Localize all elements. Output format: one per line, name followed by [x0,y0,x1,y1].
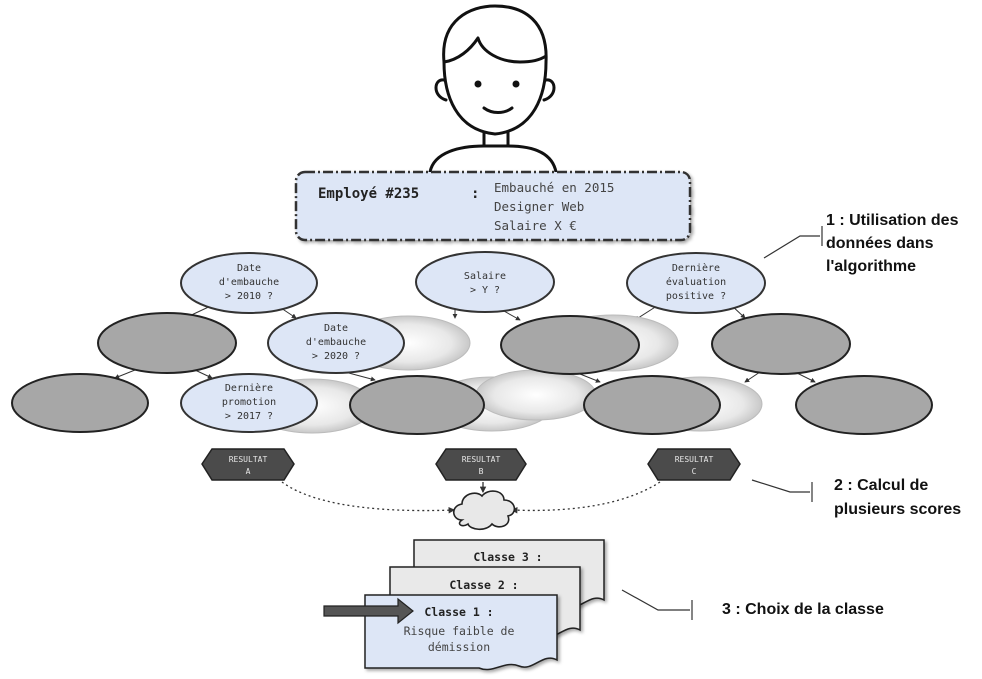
node-line: évaluation [666,276,726,288]
class-1-description: Risque faible de [404,624,515,638]
node-line: Date [237,263,261,274]
node-line: Date [324,323,348,334]
class-2-label: Classe 2 : [449,578,518,592]
outcome-ellipse [11,373,149,433]
node-line: d'embauche [306,337,366,348]
result-b: RESULTAT B [435,448,527,481]
selection-arrow-icon [323,597,414,625]
annotation-brackets [621,226,823,620]
annotation-line: 2 : Calcul de [834,477,928,494]
outcome-ellipse [97,312,237,374]
outcome-ellipse [583,375,721,435]
annotation-line: 1 : Utilisation des [826,212,959,229]
node-line: positive ? [666,291,726,302]
node-line: Dernière [672,262,720,274]
result-letter: A [246,467,251,476]
node-line: > 2020 ? [312,351,360,362]
result-letter: B [479,467,484,476]
outcome-ellipse [795,375,933,435]
class-1-description: démission [428,640,490,654]
node-salaire: Salaire > Y ? [415,251,555,313]
annotation-step-1: 1 : Utilisation des données dans l'algor… [826,212,959,275]
node-line: Dernière [225,382,273,394]
node-line: promotion [222,397,276,408]
cloud-icon [452,490,516,531]
node-line: > Y ? [470,285,500,296]
employee-detail-role: Designer Web [494,199,584,214]
node-date-embauche-2020: Date d'embauche > 2020 ? [267,312,405,374]
result-label: RESULTAT [229,455,268,464]
result-label: RESULTAT [675,455,714,464]
result-letter: C [692,467,697,476]
annotation-step-3: 3 : Choix de la classe [722,601,884,618]
class-card-1: Classe 1 : Risque faible de démission [364,594,558,671]
node-derniere-evaluation: Dernière évaluation positive ? [626,252,766,314]
employee-card: Employé #235 : Embauché en 2015 Designer… [294,170,692,242]
outcome-ellipse [711,313,851,375]
result-c: RESULTAT C [647,448,741,481]
employee-colon: : [471,186,479,202]
node-date-embauche-2010: Date d'embauche > 2010 ? [180,252,318,314]
annotation-line: l'algorithme [826,258,916,275]
employee-avatar [428,4,558,174]
annotation-line: 3 : Choix de la classe [722,601,884,618]
annotation-line: plusieurs scores [834,501,961,518]
outcome-ellipses [11,312,933,435]
result-a: RESULTAT A [201,448,295,481]
class-3-label: Classe 3 : [473,550,542,564]
outcome-ellipse [500,315,640,375]
decision-nodes: Date d'embauche > 2010 ? Salaire > Y ? D… [180,251,766,433]
annotation-line: données dans [826,235,934,252]
annotation-step-2: 2 : Calcul de plusieurs scores [834,477,961,518]
node-line: > 2010 ? [225,291,273,302]
aggregation-curves [281,481,661,514]
node-line: > 2017 ? [225,411,273,422]
employee-detail-hire: Embauché en 2015 [494,180,614,195]
node-line: Salaire [464,271,506,282]
ghost-ellipse [475,369,597,421]
employee-detail-salary: Salaire X € [494,218,577,233]
employee-title: Employé #235 [318,186,419,202]
outcome-ellipse [349,375,485,435]
result-label: RESULTAT [462,455,501,464]
node-line: d'embauche [219,277,279,288]
node-derniere-promotion: Dernière promotion > 2017 ? [180,373,318,433]
class-1-label: Classe 1 : [424,605,493,619]
